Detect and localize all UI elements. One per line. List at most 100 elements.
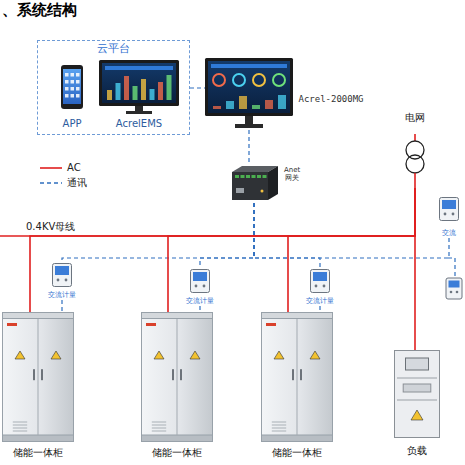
app-tile [65,80,69,84]
monitor-station-art [205,58,293,128]
gateway-led [261,190,264,193]
screen-bar [239,96,247,109]
warning-sign [310,351,320,359]
meter-screen [193,272,207,281]
grid-transformer: 电网 [396,112,434,188]
vent-slot [13,422,27,423]
app-tile [76,80,80,84]
storage-cabinet-art [141,312,213,442]
comm-link [190,87,205,88]
meter-button [203,285,206,288]
meter-body [53,264,72,287]
meter-screen [55,266,69,275]
screen-bar [213,106,221,109]
panel-split [397,400,437,401]
gateway-side [268,166,278,200]
monitor-station: Acrel-2000MG [205,58,367,130]
screen-bar [107,90,112,100]
grid-feed [414,134,416,141]
cabinet-plinth [3,435,74,442]
comm-stub [448,258,455,277]
grid-transformer-art [402,134,428,188]
comm-link [319,306,320,312]
warning-sign [411,410,423,420]
node-label: 电网 [405,112,425,124]
door-handle [180,369,182,380]
app-tile [71,94,75,98]
vent-slot [152,428,166,429]
door-split [177,319,178,435]
meter-device: 交流计量 [45,262,79,300]
node-label: 储能一体柜 [13,447,63,459]
vent-slot [13,425,27,426]
screen-bar [226,101,234,109]
bus-label: 0.4KV母线 [26,221,75,233]
door-handle [33,369,35,380]
cabinet-cap [3,313,74,319]
vent-slot [272,425,286,426]
load-display [406,358,429,370]
meter-button [315,285,318,288]
monitor-base [235,124,263,128]
screen-bar [116,83,121,100]
comm-link [61,300,62,312]
legend-line [40,182,62,183]
monitor-neck [245,116,253,124]
meter-device-art [310,269,330,293]
ems-screen-art [99,60,179,114]
legend-text: AC [67,162,81,174]
screen-bar [141,79,146,100]
storage-cabinet-art [2,312,74,442]
grid-feed [414,173,416,188]
app-tile [71,87,75,91]
screen-gauge [253,74,265,86]
meter-icon [446,278,462,299]
meter-button [195,285,198,288]
gateway-terminal [257,175,261,178]
gateway-front [232,172,268,200]
meter-device-art [52,263,72,287]
node-label: APP [63,118,82,130]
vent-slot [272,422,286,423]
gateway-terminal [246,175,250,178]
legend-item: AC [40,162,81,174]
app-tile [65,73,69,77]
door-handle [41,369,43,380]
screen-bar [133,86,138,100]
screen-gauge [273,74,285,86]
ac-power-line [288,188,415,312]
comm-link [248,130,249,163]
app-tile [65,94,69,98]
screen-header [105,66,173,70]
legend-line [40,167,62,169]
brand-logo [266,323,276,326]
cabinet-body [142,313,213,442]
screen-bar [278,95,286,109]
monitor-neck [135,106,143,111]
storage-cabinet-art [261,312,333,442]
ac-power-line [168,188,415,312]
screen-header [211,64,287,68]
meter-device: 交流 [436,196,462,238]
node-label: 云平台 [97,43,130,56]
storage-cabinet: 储能一体柜 [2,312,74,458]
phone-body [61,65,83,109]
monitor-bezel [99,60,179,106]
diagram-title: 、系统结构 [2,2,77,19]
transformer-coil [406,141,424,159]
screen-bar [265,100,273,109]
screen-bar [252,105,260,109]
cabinet-cap [142,313,213,319]
warning-sign [154,351,164,359]
storage-cabinet: 储能一体柜 [260,312,334,458]
phone-screen [63,69,81,104]
legend-swatch [40,179,62,187]
gateway-terminal [263,175,267,178]
vent-slot [13,428,27,429]
door-handle [292,369,294,380]
cloud-platform-box: 云平台APPAcrelEMS [37,40,190,135]
load-cabinet-art [394,350,440,438]
node-label: 交流计量 [306,297,334,305]
warning-sign [51,351,61,359]
